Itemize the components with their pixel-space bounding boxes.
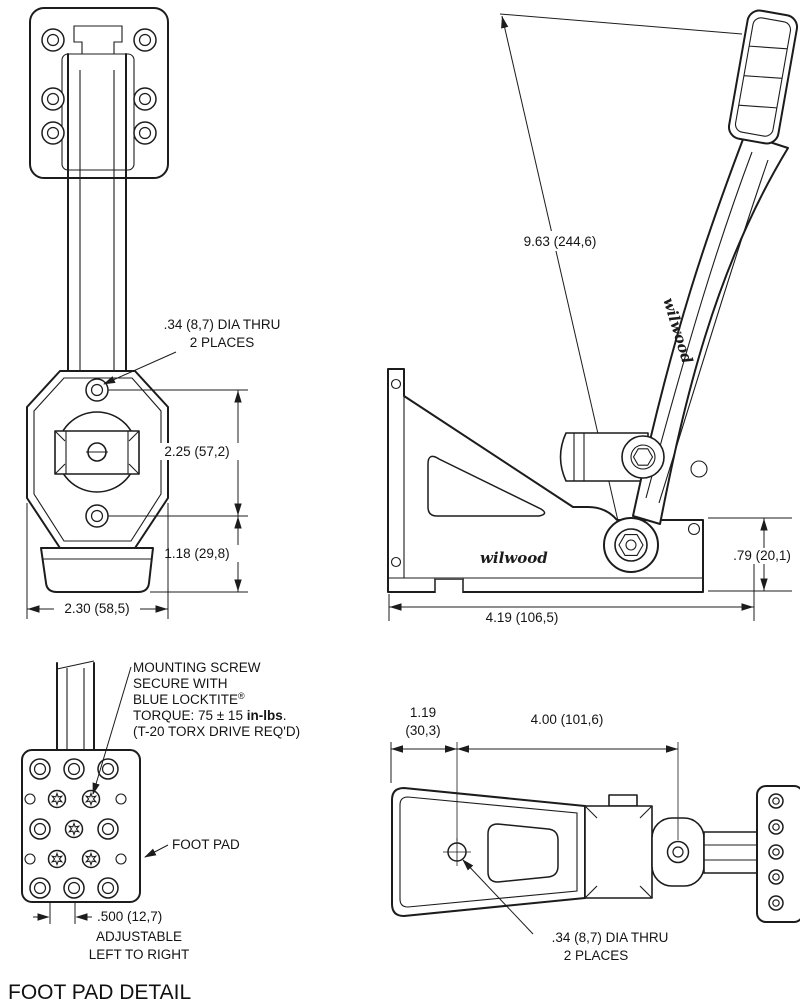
foot-base — [40, 547, 154, 593]
torque-note-suffix: . — [283, 708, 287, 723]
dim-width-label: 2.30 (58,5) — [64, 601, 129, 616]
lightening-cutout — [427, 455, 546, 517]
front-dia-note-line1: .34 (8,7) DIA THRU — [164, 317, 281, 332]
dim-offset-line1: 1.19 — [410, 705, 436, 720]
footpad-label: FOOT PAD — [172, 837, 240, 852]
note-line1: MOUNTING SCREW — [133, 660, 261, 675]
topview-dia-note-line1: .34 (8,7) DIA THRU — [552, 930, 669, 945]
mounting-screw-note: MOUNTING SCREW SECURE WITH BLUE LOCKTITE… — [92, 660, 300, 795]
topview-body — [391, 787, 586, 917]
flange-hole-lower — [390, 556, 402, 568]
topview-shaft — [703, 831, 758, 874]
registered-mark: ® — [238, 691, 245, 701]
dim-hole-spacing-label: 2.25 (57,2) — [164, 444, 229, 459]
thru-hole-right — [666, 840, 690, 864]
footpad-detail-title: FOOT PAD DETAIL — [8, 981, 191, 1004]
dim-span-label: 4.00 (101,6) — [531, 712, 604, 727]
side-view: 9.63 (244,6) wilwood — [387, 9, 799, 625]
base-dimension: 4.19 (106,5) — [388, 558, 755, 625]
topview-dia-leader — [462, 859, 534, 935]
footpad-detail-view: MOUNTING SCREW SECURE WITH BLUE LOCKTITE… — [8, 660, 300, 1004]
spring-post — [690, 460, 708, 478]
dim-pivot-height-label: .79 (20,1) — [733, 548, 791, 563]
flange-hole-upper — [390, 378, 402, 390]
footpad-callout: FOOT PAD — [144, 837, 240, 858]
note-leader-line — [92, 666, 132, 795]
ear-hole — [687, 522, 701, 536]
plate-bolt-holes — [41, 28, 157, 145]
clevis-pivot — [621, 435, 665, 479]
note-line3-text: BLUE LOCKTITE — [133, 692, 238, 707]
mounting-plate — [29, 7, 169, 179]
brand-logo-bracket: wilwood — [480, 549, 548, 567]
body-cutout — [487, 823, 559, 883]
note-line2: SECURE WITH — [133, 676, 228, 691]
pivot-mount — [26, 370, 169, 549]
torque-note-prefix: TORQUE: 75 ± 15 — [133, 708, 247, 723]
front-dimensions: .34 (8,7) DIA THRU 2 PLACES 2.25 (57,2) … — [26, 317, 281, 619]
dim-adjust-label: .500 (12,7) — [97, 909, 162, 924]
main-pivot — [603, 517, 659, 573]
pedal-shaft — [67, 53, 127, 375]
top-view: 1.19 (30,3) 4.00 (101,6) .34 (8,7) DIA T… — [390, 705, 800, 963]
pivot-height-dimension: .79 (20,1) — [708, 517, 798, 592]
topview-dia-note-line2: 2 PLACES — [564, 948, 629, 963]
footpad-leader-line — [144, 844, 169, 858]
lower-thru-hole — [85, 504, 109, 528]
dim-lower-label: 1.18 (29,8) — [164, 546, 229, 561]
front-dia-note-line2: 2 PLACES — [190, 335, 255, 350]
footpad-holes — [24, 758, 127, 899]
topview-dimensions: 1.19 (30,3) 4.00 (101,6) .34 (8,7) DIA T… — [390, 705, 679, 963]
adjust-note-line2: LEFT TO RIGHT — [89, 947, 190, 962]
topview-mounting-plate — [756, 785, 800, 923]
adjust-note-line1: ADJUSTABLE — [96, 929, 182, 944]
note-line5: (T-20 TORX DRIVE REQ'D) — [133, 724, 300, 739]
base-notch — [434, 578, 464, 593]
dim-base-label: 4.19 (106,5) — [486, 610, 559, 625]
dia-leader-line — [103, 351, 177, 385]
upper-thru-hole — [85, 378, 109, 402]
front-view: .34 (8,7) DIA THRU 2 PLACES 2.25 (57,2) … — [26, 7, 281, 619]
dim-offset-line2: (30,3) — [405, 723, 440, 738]
pedal-pad — [727, 9, 799, 145]
topview-clevis — [584, 794, 653, 899]
note-line3: BLUE LOCKTITE® — [133, 691, 245, 707]
adjust-dimension: .500 (12,7) ADJUSTABLE LEFT TO RIGHT — [33, 903, 189, 962]
dim-arm-length-label: 9.63 (244,6) — [524, 234, 597, 249]
pedal-arm: wilwood — [632, 133, 789, 525]
note-line4: TORQUE: 75 ± 15 in-lbs. — [133, 708, 286, 723]
foot-pad — [21, 749, 141, 903]
torque-note-bold: in-lbs — [247, 708, 283, 723]
footpad-shaft — [56, 660, 95, 752]
